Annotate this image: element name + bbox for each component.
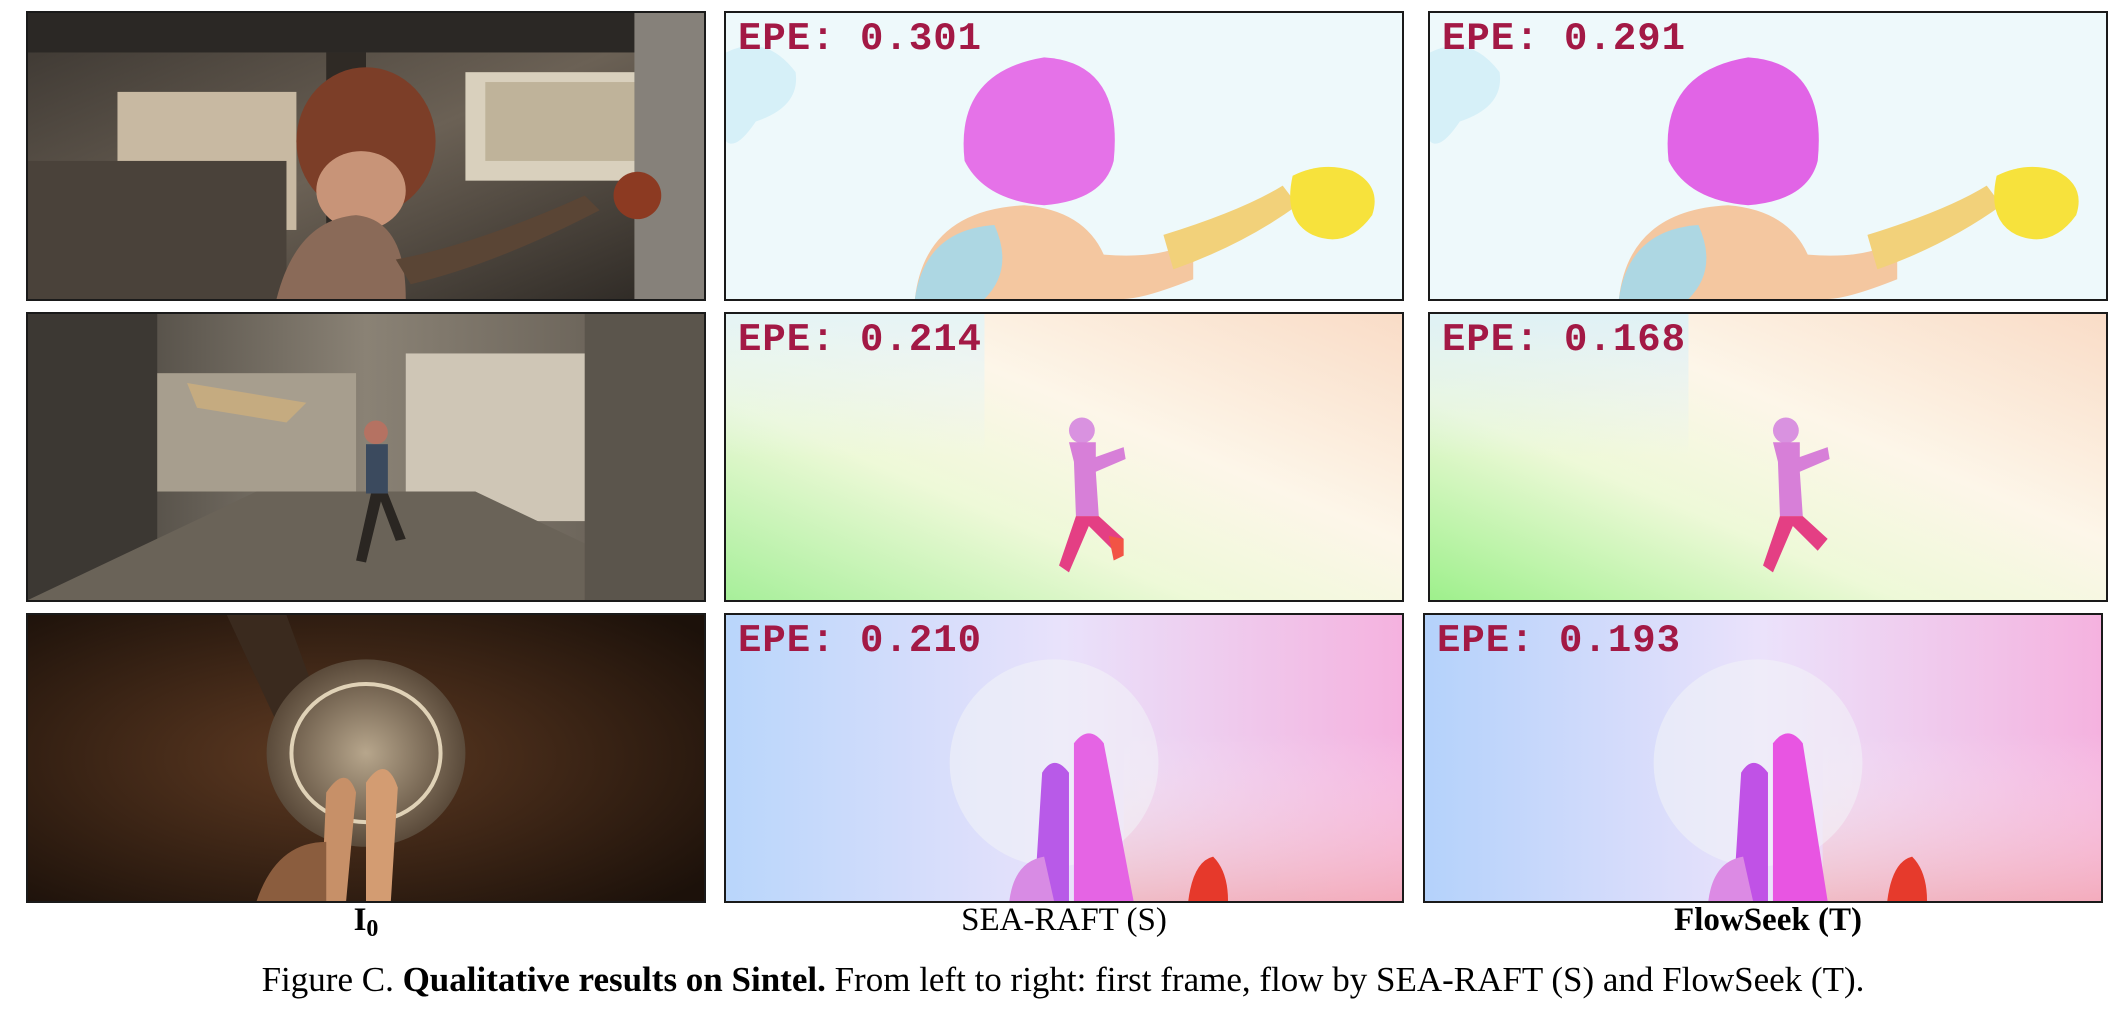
column-label-sea-raft: SEA-RAFT (S): [961, 902, 1167, 938]
input-frame-subscript: 0: [366, 916, 379, 942]
frame-image-medallion-hand: [28, 615, 704, 901]
input-frame-symbol: I: [353, 902, 367, 938]
flow-map-row2: [726, 314, 1402, 600]
flowseek-flow-row1: EPE: 0.291: [1428, 11, 2108, 301]
flow-map-row1: [1430, 13, 2106, 299]
input-frame-row3: [26, 613, 706, 903]
caption-text: From left to right: first frame, flow by…: [834, 960, 1865, 999]
flowseek-flow-row3: EPE: 0.193: [1423, 613, 2103, 903]
input-frame-row2: [26, 312, 706, 602]
caption-title: Qualitative results on Sintel.: [402, 960, 826, 999]
epe-score: EPE: 0.168: [1442, 318, 1687, 362]
flow-map-row1: [726, 13, 1402, 299]
epe-score: EPE: 0.193: [1437, 619, 1682, 663]
sea-raft-flow-row1: EPE: 0.301: [724, 11, 1404, 301]
sea-raft-flow-row3: EPE: 0.210: [724, 613, 1404, 903]
epe-score: EPE: 0.301: [738, 17, 983, 61]
frame-image-alley-girl-running: [28, 314, 704, 600]
flow-map-row3: [1425, 615, 2101, 901]
frame-image-alley-girl-apple: [28, 13, 704, 299]
epe-score: EPE: 0.291: [1442, 17, 1687, 61]
epe-score: EPE: 0.214: [738, 318, 983, 362]
figure-caption: Figure C. Qualitative results on Sintel.…: [0, 958, 2126, 1002]
input-frame-row1: [26, 11, 706, 301]
column-label-flowseek: FlowSeek (T): [1674, 902, 1862, 938]
flow-map-row3: [726, 615, 1402, 901]
column-label-input-frame: I0: [26, 898, 706, 942]
flowseek-flow-row2: EPE: 0.168: [1428, 312, 2108, 602]
flow-map-row2: [1430, 314, 2106, 600]
caption-prefix: Figure C.: [261, 960, 394, 999]
sea-raft-flow-row2: EPE: 0.214: [724, 312, 1404, 602]
epe-score: EPE: 0.210: [738, 619, 983, 663]
